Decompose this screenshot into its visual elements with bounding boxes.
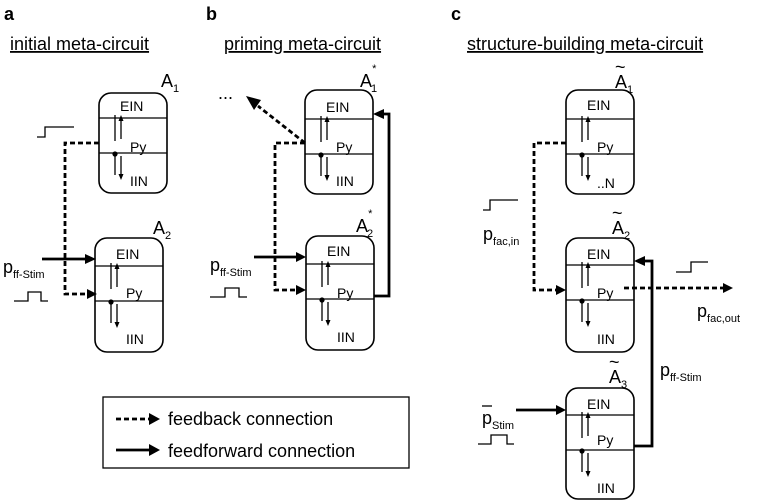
- layer-ein-label: EIN: [327, 243, 350, 259]
- ellipsis-label: ...: [218, 83, 233, 103]
- layer-iin-label: IIN: [337, 329, 355, 345]
- input-ff-stim-label: pff-Stim: [210, 255, 252, 279]
- arrowhead: [723, 283, 733, 293]
- assembly-c3: EIN Py IIN: [565, 387, 635, 500]
- layer-iin-label: IIN: [130, 173, 148, 189]
- arrowhead: [149, 444, 160, 456]
- pulse-signal-icon: [210, 287, 247, 298]
- input-fac-out-label: pfac,out: [697, 301, 740, 325]
- assembly-c2-label: A2: [612, 218, 630, 242]
- assembly-b2-label: A2*: [356, 208, 373, 240]
- feedforward-connection: [634, 259, 654, 448]
- assembly-c1-label: A1: [615, 72, 633, 96]
- layer-py-label: Py: [337, 285, 353, 301]
- layer-py-label: Py: [126, 285, 142, 301]
- layer-ein-label: EIN: [587, 246, 610, 262]
- arrowhead: [296, 252, 306, 262]
- arrowhead: [149, 413, 160, 425]
- assembly-a2: EIN Py IIN: [94, 237, 164, 353]
- arrowhead: [634, 256, 645, 266]
- layer-iin-label: IIN: [597, 480, 615, 496]
- layer-ein-label: EIN: [587, 396, 610, 412]
- layer-iin-label: IIN: [597, 331, 615, 347]
- layer-py-label: Py: [130, 139, 146, 155]
- step-signal-icon: [676, 261, 708, 273]
- layer-ein-label: EIN: [116, 246, 139, 262]
- layer-py-label: Py: [597, 432, 613, 448]
- feedback-connection: [273, 141, 305, 292]
- legend: feedback connection feedforward connecti…: [102, 396, 410, 469]
- pulse-signal-icon: [478, 434, 514, 445]
- arrowhead: [556, 405, 566, 415]
- panel-a-letter: a: [4, 4, 15, 24]
- feedback-connection: [257, 104, 306, 145]
- assembly-b1: EIN Py IIN: [304, 89, 374, 195]
- arrowhead: [246, 96, 261, 110]
- assembly-c3-tilde: ~: [609, 352, 620, 372]
- step-signal-icon: [37, 126, 74, 138]
- layer-py-label: Py: [597, 285, 613, 301]
- arrowhead: [556, 285, 566, 295]
- assembly-b1-label: A1*: [360, 63, 377, 95]
- layer-ein-label: EIN: [326, 99, 349, 115]
- input-ff-stim-label: pff-Stim: [660, 360, 702, 384]
- assembly-c1: EIN Py ..N: [565, 89, 635, 195]
- panel-c-letter: c: [451, 4, 461, 24]
- layer-iin-label: ..N: [597, 175, 615, 191]
- assembly-a1-label: A1: [161, 71, 179, 95]
- layer-iin-label: IIN: [126, 331, 144, 347]
- arrowhead: [85, 254, 96, 264]
- arrowhead: [373, 109, 384, 119]
- arrowhead: [296, 285, 306, 295]
- layer-py-label: Py: [336, 139, 352, 155]
- assembly-c3-label: A3: [609, 367, 627, 391]
- layer-ein-label: EIN: [120, 98, 143, 114]
- panel-c-title: structure-building meta-circuit: [467, 34, 703, 54]
- feedforward-connection: [374, 112, 391, 298]
- assembly-c2-tilde: ~: [612, 203, 623, 223]
- arrowhead: [87, 289, 97, 299]
- panel-a-title: initial meta-circuit: [10, 34, 149, 54]
- assembly-b2: EIN Py IIN: [305, 235, 375, 351]
- assembly-a2-label: A2: [153, 218, 171, 242]
- legend-feedforward-label: feedforward connection: [168, 441, 355, 461]
- input-ff-stim-label: pff-Stim: [3, 257, 45, 281]
- step-signal-icon: [483, 199, 518, 211]
- layer-iin-label: IIN: [336, 173, 354, 189]
- layer-py-label: Py: [597, 139, 613, 155]
- feedback-connection: [63, 141, 99, 296]
- assembly-c1-tilde: ~: [615, 57, 626, 77]
- pulse-signal-icon: [14, 291, 48, 302]
- feedback-connection: [532, 141, 566, 292]
- input-fac-in-label: pfac,in: [483, 224, 519, 248]
- assembly-c2: EIN Py IIN: [565, 237, 635, 353]
- input-stim-label: pStim: [482, 408, 514, 432]
- panel-b-letter: b: [206, 4, 217, 24]
- assembly-a1: EIN Py IIN: [98, 92, 168, 194]
- legend-feedback-label: feedback connection: [168, 409, 333, 429]
- panel-b-title: priming meta-circuit: [224, 34, 381, 54]
- layer-ein-label: EIN: [587, 97, 610, 113]
